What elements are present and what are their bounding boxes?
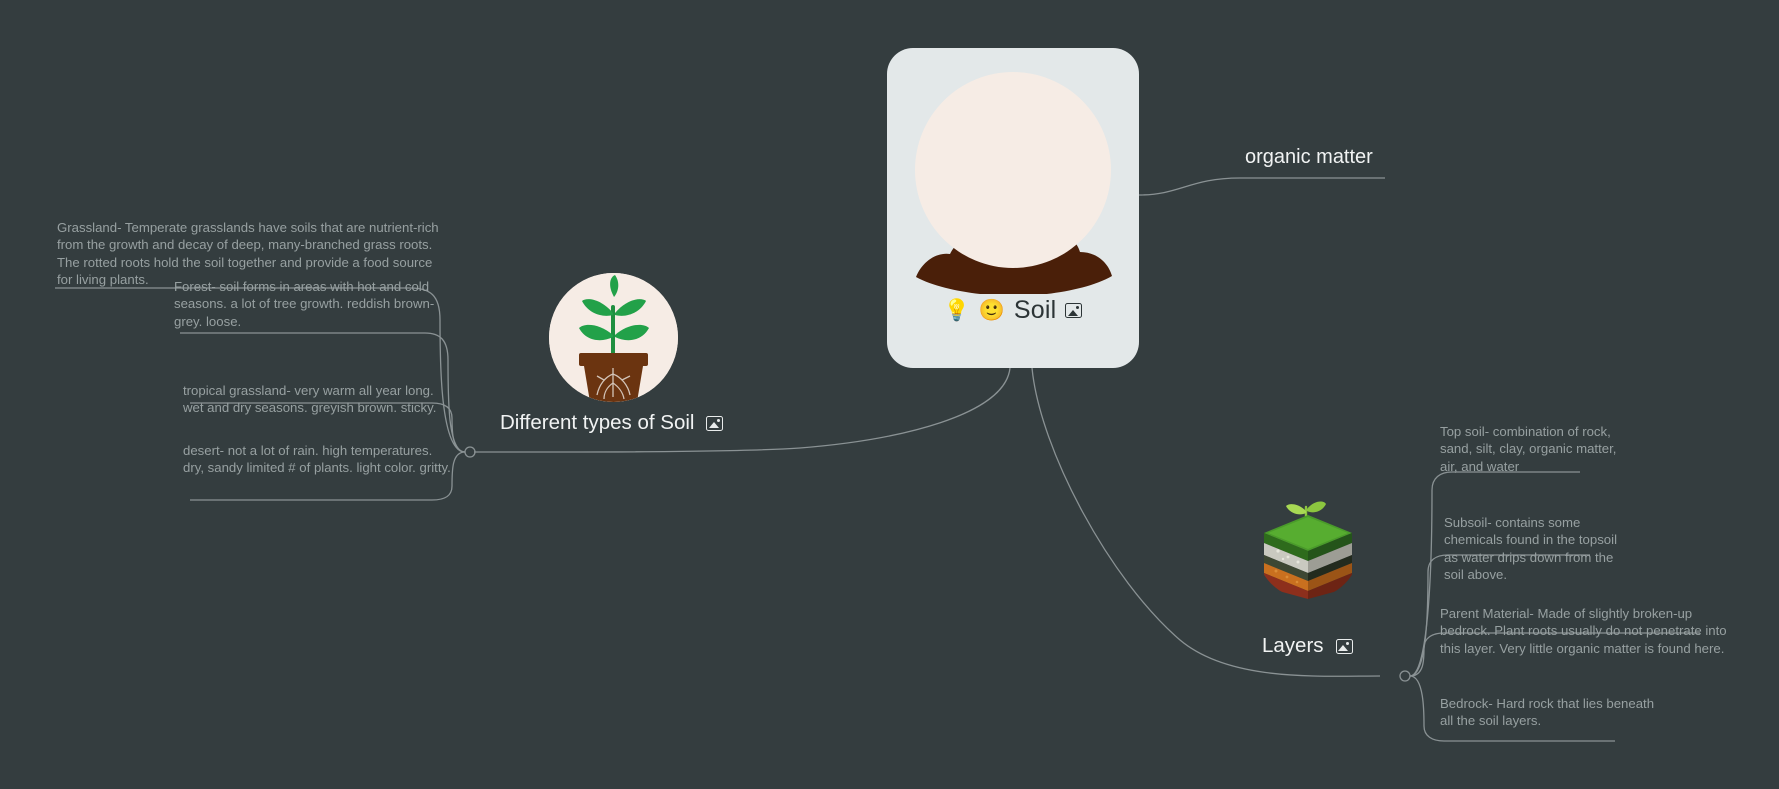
note-top-soil[interactable]: Top soil- combination of rock, sand, sil… <box>1440 424 1617 474</box>
wire-hub-types <box>464 446 476 458</box>
branch-label-different-types-of-soil[interactable]: Different types of Soil <box>500 411 724 435</box>
thumbnail-layers[interactable] <box>1256 495 1360 599</box>
branch-text-layers: Layers <box>1262 634 1324 657</box>
note-bedrock[interactable]: Bedrock- Hard rock that lies beneath all… <box>1440 696 1655 729</box>
note-forest[interactable]: Forest- soil forms in areas with hot and… <box>174 279 435 329</box>
lightbulb-icon: 💡 <box>943 299 970 322</box>
note-desert[interactable]: desert- not a lot of rain. high temperat… <box>183 443 451 476</box>
soil-illustration <box>902 62 1124 296</box>
wire-types <box>474 367 1011 453</box>
smiley-face-icon: 🙂 <box>978 299 1005 322</box>
note-tropical-grassland[interactable]: tropical grassland- very warm all year l… <box>183 383 437 416</box>
branch-text-organic-matter: organic matter <box>1245 146 1373 168</box>
image-icon[interactable] <box>1065 303 1083 318</box>
image-icon[interactable] <box>706 415 724 431</box>
image-icon[interactable] <box>1335 638 1353 654</box>
thumbnail-different-types-of-soil[interactable] <box>549 273 678 402</box>
note-parent-material[interactable]: Parent Material- Made of slightly broken… <box>1440 606 1727 656</box>
note-subsoil[interactable]: Subsoil- contains some chemicals found i… <box>1444 515 1618 582</box>
central-node-title: 💡 🙂 Soil <box>944 298 1083 323</box>
branch-text-different-types-of-soil: Different types of Soil <box>500 411 695 434</box>
illustration-backdrop <box>915 72 1111 268</box>
note-grassland[interactable]: Grassland- Temperate grasslands have soi… <box>57 220 439 287</box>
wire-hub-layers <box>1399 670 1411 682</box>
central-node-label: Soil <box>1013 296 1057 324</box>
soil-layers-cube-artwork <box>1264 501 1352 599</box>
branch-label-layers[interactable]: Layers <box>1262 634 1353 658</box>
wire-organic-matter <box>1138 177 1385 196</box>
central-node-soil[interactable]: 💡 🙂 Soil <box>887 48 1139 368</box>
branch-label-organic-matter[interactable]: organic matter <box>1245 146 1373 169</box>
potted-plant-artwork <box>549 273 678 402</box>
